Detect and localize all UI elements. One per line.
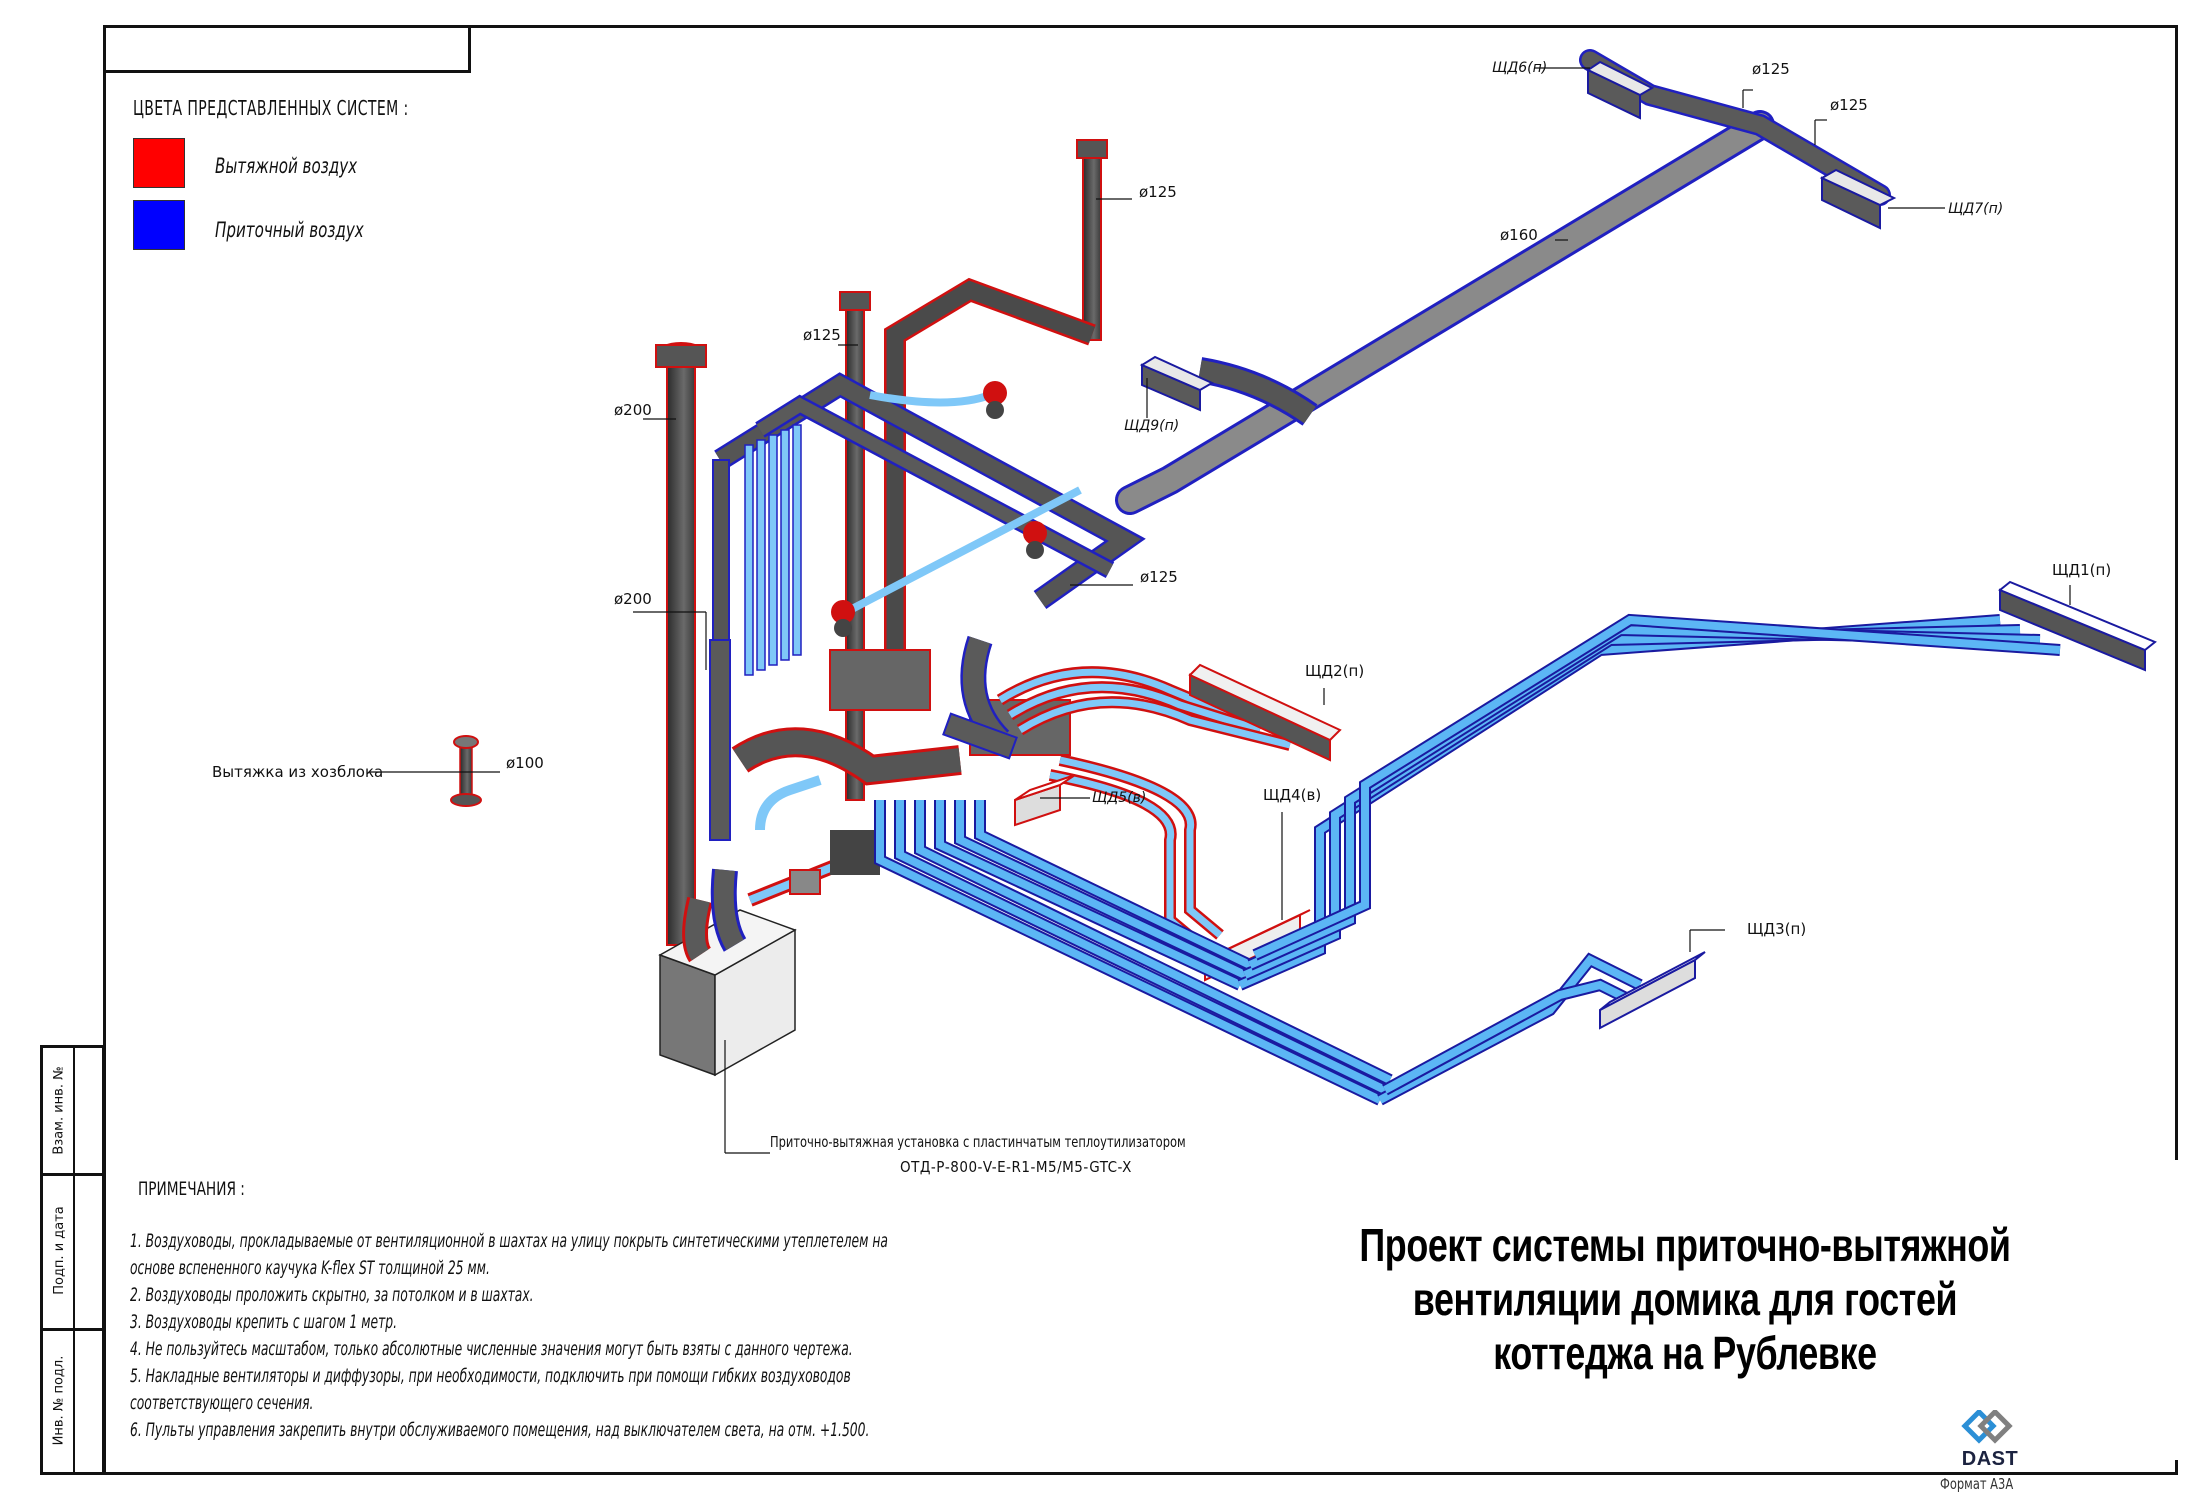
drawing-frame xyxy=(103,25,2178,1475)
notes-list: 1. Воздуховоды, прокладываемые от вентил… xyxy=(130,1228,1180,1444)
label-d200-lower: ø200 xyxy=(614,590,652,608)
outbuilding-exhaust-pipe xyxy=(450,735,482,807)
note-line: соответствующего сечения. xyxy=(130,1392,314,1414)
unit-model: ОТД-Р-800-V-E-R1-M5/M5-GTC-X xyxy=(900,1158,1132,1176)
dast-logo-icon xyxy=(1961,1408,2013,1444)
label-shd3: ЩД3(п) xyxy=(1747,920,1806,938)
diffuser-shd3 xyxy=(1599,951,1706,1030)
exhaust-branches-to-shd4 xyxy=(1048,754,1224,950)
notes-title: ПРИМЕЧАНИЯ : xyxy=(138,1178,245,1200)
note-line: 5. Накладные вентиляторы и диффузоры, пр… xyxy=(130,1365,851,1387)
color-legend: ЦВЕТА ПРЕДСТАВЛЕННЫХ СИСТЕМ : Вытяжной в… xyxy=(133,96,486,250)
label-shd1: ЩД1(п) xyxy=(2052,561,2111,579)
label-shd4: ЩД4(в) xyxy=(1263,786,1321,804)
note-line: 1. Воздуховоды, прокладываемые от вентил… xyxy=(130,1230,888,1252)
sheet-format: Формат А3А xyxy=(1940,1475,2014,1493)
exhaust-branches-to-shd2 xyxy=(996,666,1292,751)
label-d125-top-riser: ø125 xyxy=(1139,183,1177,201)
project-title-line: вентиляции домика для гостей xyxy=(1412,1273,1958,1325)
logo-text: DAST xyxy=(1961,1448,2019,1470)
diffuser-shd1 xyxy=(1998,580,2157,672)
label-d125-branch-a: ø125 xyxy=(1752,60,1790,78)
label-shd9: ЩД9(п) xyxy=(1124,418,1179,434)
legend-item-supply: Приточный воздух xyxy=(133,200,364,250)
note-line: основе вспененного каучука K-flex ST тол… xyxy=(130,1257,490,1279)
label-d125-mid-riser: ø125 xyxy=(803,326,841,344)
note-line: 3. Воздуховоды крепить с шагом 1 метр. xyxy=(130,1311,398,1333)
supply-main-duct-d160 xyxy=(1115,49,1891,515)
label-shd2: ЩД2(п) xyxy=(1305,662,1364,680)
note-line: 4. Не пользуйтесь масштабом, только абсо… xyxy=(130,1338,853,1360)
label-outbuilding-exhaust: Вытяжка из хозблока xyxy=(212,763,383,781)
strip-column-divider xyxy=(73,1048,75,1472)
diffuser-shd7 xyxy=(1819,168,1897,230)
diffuser-shd2 xyxy=(1188,663,1342,762)
exhaust-fan-3 xyxy=(831,600,855,637)
supply-ducts-to-shd1 xyxy=(1237,613,2061,991)
legend-label-supply: Приточный воздух xyxy=(215,218,364,242)
legend-label-exhaust: Вытяжной воздух xyxy=(215,154,358,178)
exhaust-fan-1 xyxy=(983,381,1007,419)
exhaust-riser-d200 xyxy=(655,342,707,946)
label-shd6: ЩД6(п) xyxy=(1492,60,1547,76)
strip-row-divider xyxy=(43,1173,102,1176)
project-title: Проект системы приточно-вытяжной вентиля… xyxy=(1279,1218,2090,1380)
legend-title: ЦВЕТА ПРЕДСТАВЛЕННЫХ СИСТЕМ : xyxy=(133,96,409,120)
label-d100-outbuilding: ø100 xyxy=(506,754,544,772)
label-shd7: ЩД7(п) xyxy=(1948,201,2003,217)
project-title-line: коттеджа на Рублевке xyxy=(1493,1327,1877,1379)
title-panel: Проект системы приточно-вытяжной вентиля… xyxy=(1165,1160,2200,1460)
air-handling-unit xyxy=(658,868,797,1077)
label-d125-right: ø125 xyxy=(1140,568,1178,586)
title-bottom-rule xyxy=(1165,1472,2175,1475)
label-d200-upper: ø200 xyxy=(614,401,652,419)
unit-caption: Приточно-вытяжная установка с пластинчат… xyxy=(770,1133,1186,1151)
supply-branch-duct xyxy=(848,486,1082,614)
diffuser-shd9 xyxy=(1139,355,1215,412)
note-line: 2. Воздуховоды проложить скрытно, за пот… xyxy=(130,1284,534,1306)
supply-ducts-to-shd3 xyxy=(1377,952,1643,1106)
exhaust-color-swatch xyxy=(133,138,185,188)
supply-flex-duct xyxy=(869,391,992,407)
leader-lines xyxy=(370,67,2071,1154)
label-d160-main: ø160 xyxy=(1500,226,1538,244)
diffuser-shd5 xyxy=(1014,774,1076,827)
note-line: 6. Пульты управления закрепить внутри об… xyxy=(130,1419,870,1441)
exhaust-riser-d125-top xyxy=(884,139,1108,700)
supply-color-swatch xyxy=(133,200,185,250)
project-title-line: Проект системы приточно-вытяжной xyxy=(1359,1219,2011,1271)
notes-section: ПРИМЕЧАНИЯ : 1. Воздуховоды, прокладывае… xyxy=(130,1178,1130,1441)
legend-item-exhaust: Вытяжной воздух xyxy=(133,138,357,188)
top-left-stamp-box xyxy=(103,25,471,73)
supply-shaft-bundle xyxy=(709,372,1146,841)
strip-row-divider xyxy=(43,1328,102,1331)
diffuser-shd6 xyxy=(1585,60,1655,120)
exhaust-fan-2 xyxy=(1023,521,1047,559)
side-stamp-strip: Взам. инв. № Подп. и дата Инв. № подл. xyxy=(40,1045,105,1475)
label-shd5: ЩД5(в) xyxy=(1092,790,1146,806)
supply-duct-bundle-south xyxy=(874,800,1393,1106)
dast-logo: DAST xyxy=(1955,1408,2025,1471)
label-d125-branch-b: ø125 xyxy=(1830,96,1868,114)
exhaust-riser-d125-mid xyxy=(839,291,871,801)
